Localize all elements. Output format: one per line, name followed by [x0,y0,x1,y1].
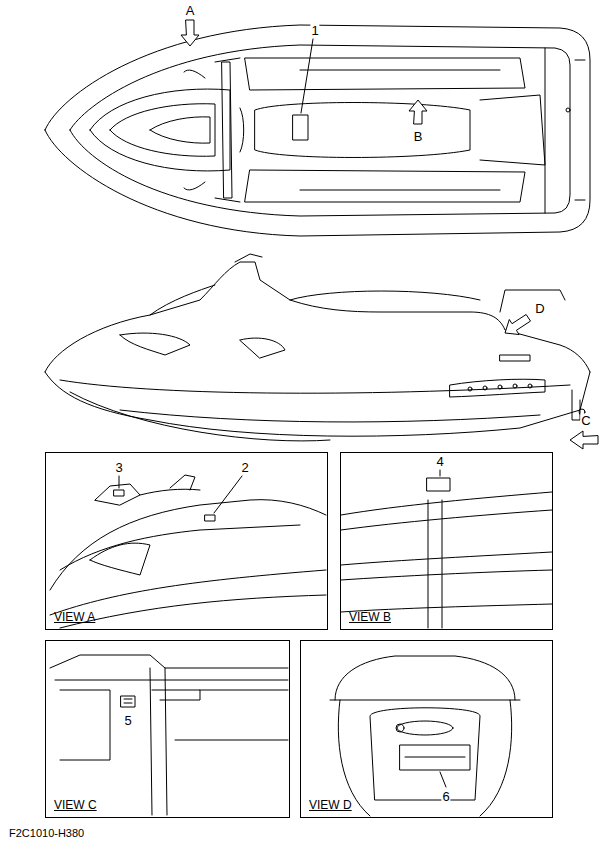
callout-number: 1 [310,24,319,37]
view-panel: VIEW C [45,640,290,818]
callout-number: 4 [435,455,444,468]
view-arrow-letter: A [185,4,196,17]
view-arrow-letter: D [534,302,545,315]
callout-number: 2 [240,461,249,474]
view-a-drawing [50,475,326,628]
callout-number: 3 [114,461,123,474]
side-view [45,254,598,449]
view-arrow-letter: C [580,414,591,427]
view-panel: VIEW B [340,452,553,630]
callout-number: 6 [441,790,450,803]
view-title: VIEW A [54,610,95,624]
view-panel: VIEW D [300,640,553,818]
view-title: VIEW C [54,798,97,812]
drawing-code: F2C1010-H380 [8,828,85,839]
view-c-drawing [50,655,288,815]
view-title: VIEW D [309,798,352,812]
top-view [45,20,590,236]
callout-number: 5 [123,714,132,727]
view-arrow-letter: B [413,130,424,143]
view-panel: VIEW A [45,452,328,630]
view-b-drawing [341,470,552,628]
view-d-drawing [330,656,520,816]
view-title: VIEW B [349,610,391,624]
